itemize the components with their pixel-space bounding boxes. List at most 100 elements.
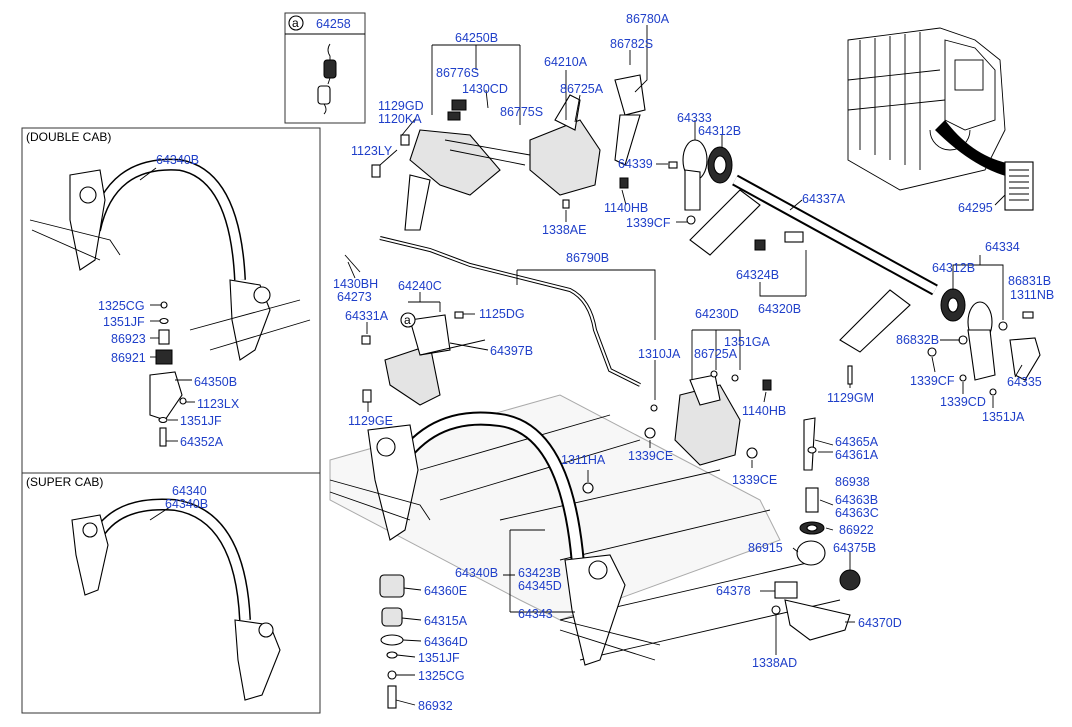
label-64337A[interactable]: 64337A bbox=[802, 192, 846, 206]
label-64333[interactable]: 64333 bbox=[677, 111, 712, 125]
hinge-assembly-left bbox=[371, 99, 531, 231]
label-64295[interactable]: 64295 bbox=[958, 201, 993, 215]
double-cab-box: (DOUBLE CAB) bbox=[21, 127, 321, 474]
label-86922[interactable]: 86922 bbox=[839, 523, 874, 537]
label-64350B[interactable]: 64350B bbox=[194, 375, 237, 389]
label-86725A-top[interactable]: 86725A bbox=[560, 82, 604, 96]
label-64363C[interactable]: 64363C bbox=[835, 506, 879, 520]
label-64250B[interactable]: 64250B bbox=[455, 31, 498, 45]
label-1325CG-main[interactable]: 1325CG bbox=[418, 669, 465, 683]
label-1311NB[interactable]: 1311NB bbox=[1010, 288, 1054, 302]
callout-part-label: 64258 bbox=[316, 17, 351, 31]
label-64378[interactable]: 64378 bbox=[716, 584, 751, 598]
label-64397B[interactable]: 64397B bbox=[490, 344, 533, 358]
label-64312B-top[interactable]: 64312B bbox=[698, 124, 741, 138]
label-64273[interactable]: 64273 bbox=[337, 290, 372, 304]
label-1129GE[interactable]: 1129GE bbox=[348, 414, 393, 428]
label-86938[interactable]: 86938 bbox=[835, 475, 870, 489]
label-86831B[interactable]: 86831B bbox=[1008, 274, 1051, 288]
label-64324B[interactable]: 64324B bbox=[736, 268, 779, 282]
label-64210A[interactable]: 64210A bbox=[544, 55, 588, 69]
label-1339CF-top[interactable]: 1339CF bbox=[626, 216, 671, 230]
label-64364D[interactable]: 64364D bbox=[424, 635, 468, 649]
main-arch bbox=[329, 411, 661, 666]
label-64375B[interactable]: 64375B bbox=[833, 541, 876, 555]
latch-assembly-mid bbox=[582, 370, 772, 494]
label-1339CD[interactable]: 1339CD bbox=[940, 395, 986, 409]
label-64240C[interactable]: 64240C bbox=[398, 279, 442, 293]
label-1125DG[interactable]: 1125DG bbox=[479, 307, 525, 321]
label-64363B[interactable]: 64363B bbox=[835, 493, 878, 507]
callout-box: a 64258 bbox=[284, 12, 366, 124]
double-cab-arch bbox=[29, 158, 311, 361]
part-labels: 64340B 1325CG 1351JF 86923 86921 64350B … bbox=[98, 12, 1054, 713]
label-64340B-super-cab[interactable]: 64340B bbox=[165, 497, 208, 511]
label-1123LX[interactable]: 1123LX bbox=[197, 397, 240, 411]
label-1430CD[interactable]: 1430CD bbox=[462, 82, 508, 96]
label-64230D[interactable]: 64230D bbox=[695, 307, 739, 321]
label-86921[interactable]: 86921 bbox=[111, 351, 146, 365]
label-1351JF-double-cab-2[interactable]: 1351JF bbox=[180, 414, 222, 428]
mid-callout-letter: a bbox=[404, 313, 411, 327]
label-64352A[interactable]: 64352A bbox=[180, 435, 224, 449]
latch-assembly-top bbox=[529, 74, 646, 209]
label-1120KA[interactable]: 1120KA bbox=[378, 112, 422, 126]
label-86923[interactable]: 86923 bbox=[111, 332, 146, 346]
label-64335[interactable]: 64335 bbox=[1007, 375, 1042, 389]
label-64320B[interactable]: 64320B bbox=[758, 302, 801, 316]
label-64340-super-cab[interactable]: 64340 bbox=[172, 484, 207, 498]
label-1338AD[interactable]: 1338AD bbox=[752, 656, 797, 670]
label-1339CF-right[interactable]: 1339CF bbox=[910, 374, 955, 388]
double-cab-title: (DOUBLE CAB) bbox=[26, 130, 111, 144]
label-1351JF-main[interactable]: 1351JF bbox=[418, 651, 460, 665]
label-64340B-double-cab[interactable]: 64340B bbox=[156, 153, 199, 167]
label-86782S[interactable]: 86782S bbox=[610, 37, 653, 51]
label-1351JA[interactable]: 1351JA bbox=[982, 410, 1025, 424]
label-1430BH[interactable]: 1430BH bbox=[333, 277, 378, 291]
label-86775S[interactable]: 86775S bbox=[500, 105, 543, 119]
label-1311HA[interactable]: 1311HA bbox=[561, 453, 606, 467]
stabilizer-bar bbox=[379, 174, 938, 387]
label-64370D[interactable]: 64370D bbox=[858, 616, 902, 630]
label-86776S[interactable]: 86776S bbox=[436, 66, 479, 80]
label-86932[interactable]: 86932 bbox=[418, 699, 453, 713]
label-86780A[interactable]: 86780A bbox=[626, 12, 670, 26]
leader-lines bbox=[139, 25, 1023, 706]
mount-stack bbox=[379, 574, 405, 709]
label-64315A[interactable]: 64315A bbox=[424, 614, 468, 628]
label-64365A[interactable]: 64365A bbox=[835, 435, 879, 449]
label-64345D[interactable]: 64345D bbox=[518, 579, 562, 593]
label-64340B-main[interactable]: 64340B bbox=[455, 566, 498, 580]
label-64334[interactable]: 64334 bbox=[985, 240, 1020, 254]
label-86915[interactable]: 86915 bbox=[748, 541, 783, 555]
label-1325CG-double-cab[interactable]: 1325CG bbox=[98, 299, 145, 313]
label-63423B[interactable]: 63423B bbox=[518, 566, 561, 580]
label-86832B[interactable]: 86832B bbox=[896, 333, 939, 347]
label-64360E[interactable]: 64360E bbox=[424, 584, 467, 598]
label-1351JF-double-cab[interactable]: 1351JF bbox=[103, 315, 145, 329]
label-64361A[interactable]: 64361A bbox=[835, 448, 879, 462]
label-64331A[interactable]: 64331A bbox=[345, 309, 389, 323]
label-1351GA[interactable]: 1351GA bbox=[724, 335, 771, 349]
super-cab-title: (SUPER CAB) bbox=[26, 475, 103, 489]
label-1140HB-top[interactable]: 1140HB bbox=[604, 201, 648, 215]
label-64312B-right[interactable]: 64312B bbox=[932, 261, 975, 275]
label-1339CE-right[interactable]: 1339CE bbox=[732, 473, 777, 487]
bushing-right-top bbox=[668, 139, 733, 225]
label-1310JA[interactable]: 1310JA bbox=[638, 347, 681, 361]
label-86790B[interactable]: 86790B bbox=[566, 251, 609, 265]
right-bottom-parts bbox=[771, 417, 861, 641]
label-64343[interactable]: 64343 bbox=[518, 607, 553, 621]
label-1140HB-mid[interactable]: 1140HB bbox=[742, 404, 786, 418]
label-1123LY[interactable]: 1123LY bbox=[351, 144, 393, 158]
label-1338AE[interactable]: 1338AE bbox=[542, 223, 586, 237]
label-1129GD[interactable]: 1129GD bbox=[378, 99, 424, 113]
label-64339[interactable]: 64339 bbox=[618, 157, 653, 171]
label-1339CE-left[interactable]: 1339CE bbox=[628, 449, 673, 463]
truck-sketch bbox=[847, 27, 1034, 211]
label-86725A-mid[interactable]: 86725A bbox=[694, 347, 738, 361]
super-cab-arch bbox=[71, 498, 281, 701]
label-1129GM[interactable]: 1129GM bbox=[827, 391, 874, 405]
hinge-assembly-mid: a bbox=[344, 254, 486, 406]
